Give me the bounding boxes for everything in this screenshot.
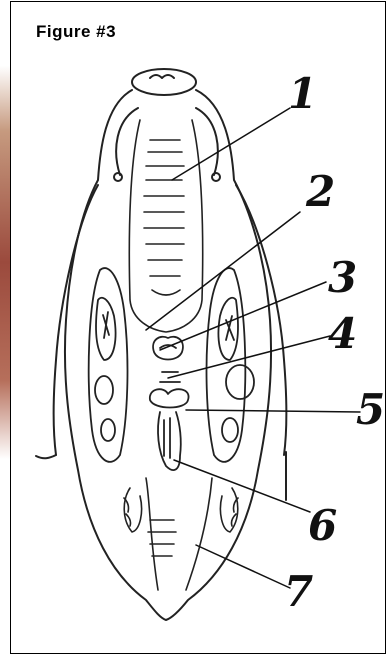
- central-structures: [150, 337, 189, 470]
- lateral-organs: [89, 268, 254, 462]
- label-1: 1: [288, 69, 317, 118]
- central-gut: [129, 120, 202, 332]
- label-2: 2: [305, 167, 335, 216]
- label-5: 5: [356, 385, 385, 434]
- posterior-region: [124, 478, 238, 590]
- label-7: 7: [284, 567, 313, 616]
- label-numbers: 1 2 3 4 5 6 7: [284, 69, 385, 616]
- label-3: 3: [328, 253, 357, 302]
- label-4: 4: [328, 309, 357, 358]
- label-6: 6: [308, 501, 337, 550]
